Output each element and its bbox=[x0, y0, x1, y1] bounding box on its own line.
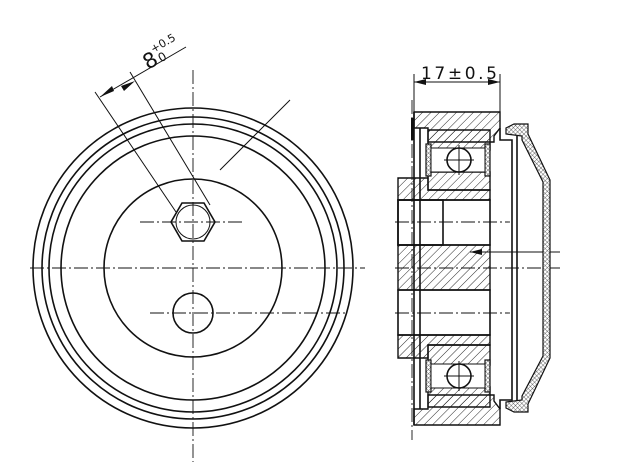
arrow-head-1 bbox=[100, 86, 114, 97]
section-view: 17±0.5 bbox=[395, 64, 560, 440]
front-view: 8 +0.5 0 bbox=[30, 31, 365, 462]
dust-cover bbox=[505, 123, 551, 413]
width-dimension: 17±0.5 bbox=[421, 64, 497, 84]
cover-seat bbox=[499, 128, 513, 409]
arrow-head-2 bbox=[121, 81, 135, 91]
leader-arrow bbox=[470, 249, 482, 255]
bearing-top bbox=[425, 129, 491, 191]
hub-bore-bottom bbox=[397, 289, 491, 336]
extension-line-1 bbox=[94, 91, 177, 213]
arrow-head-right bbox=[488, 79, 500, 85]
seal-lip-top bbox=[411, 118, 414, 140]
leader-line bbox=[219, 99, 291, 171]
dimension-line bbox=[99, 46, 187, 98]
extension-line-2 bbox=[129, 71, 211, 206]
arrow-head-left bbox=[414, 79, 426, 85]
bearing-bottom bbox=[425, 344, 491, 408]
